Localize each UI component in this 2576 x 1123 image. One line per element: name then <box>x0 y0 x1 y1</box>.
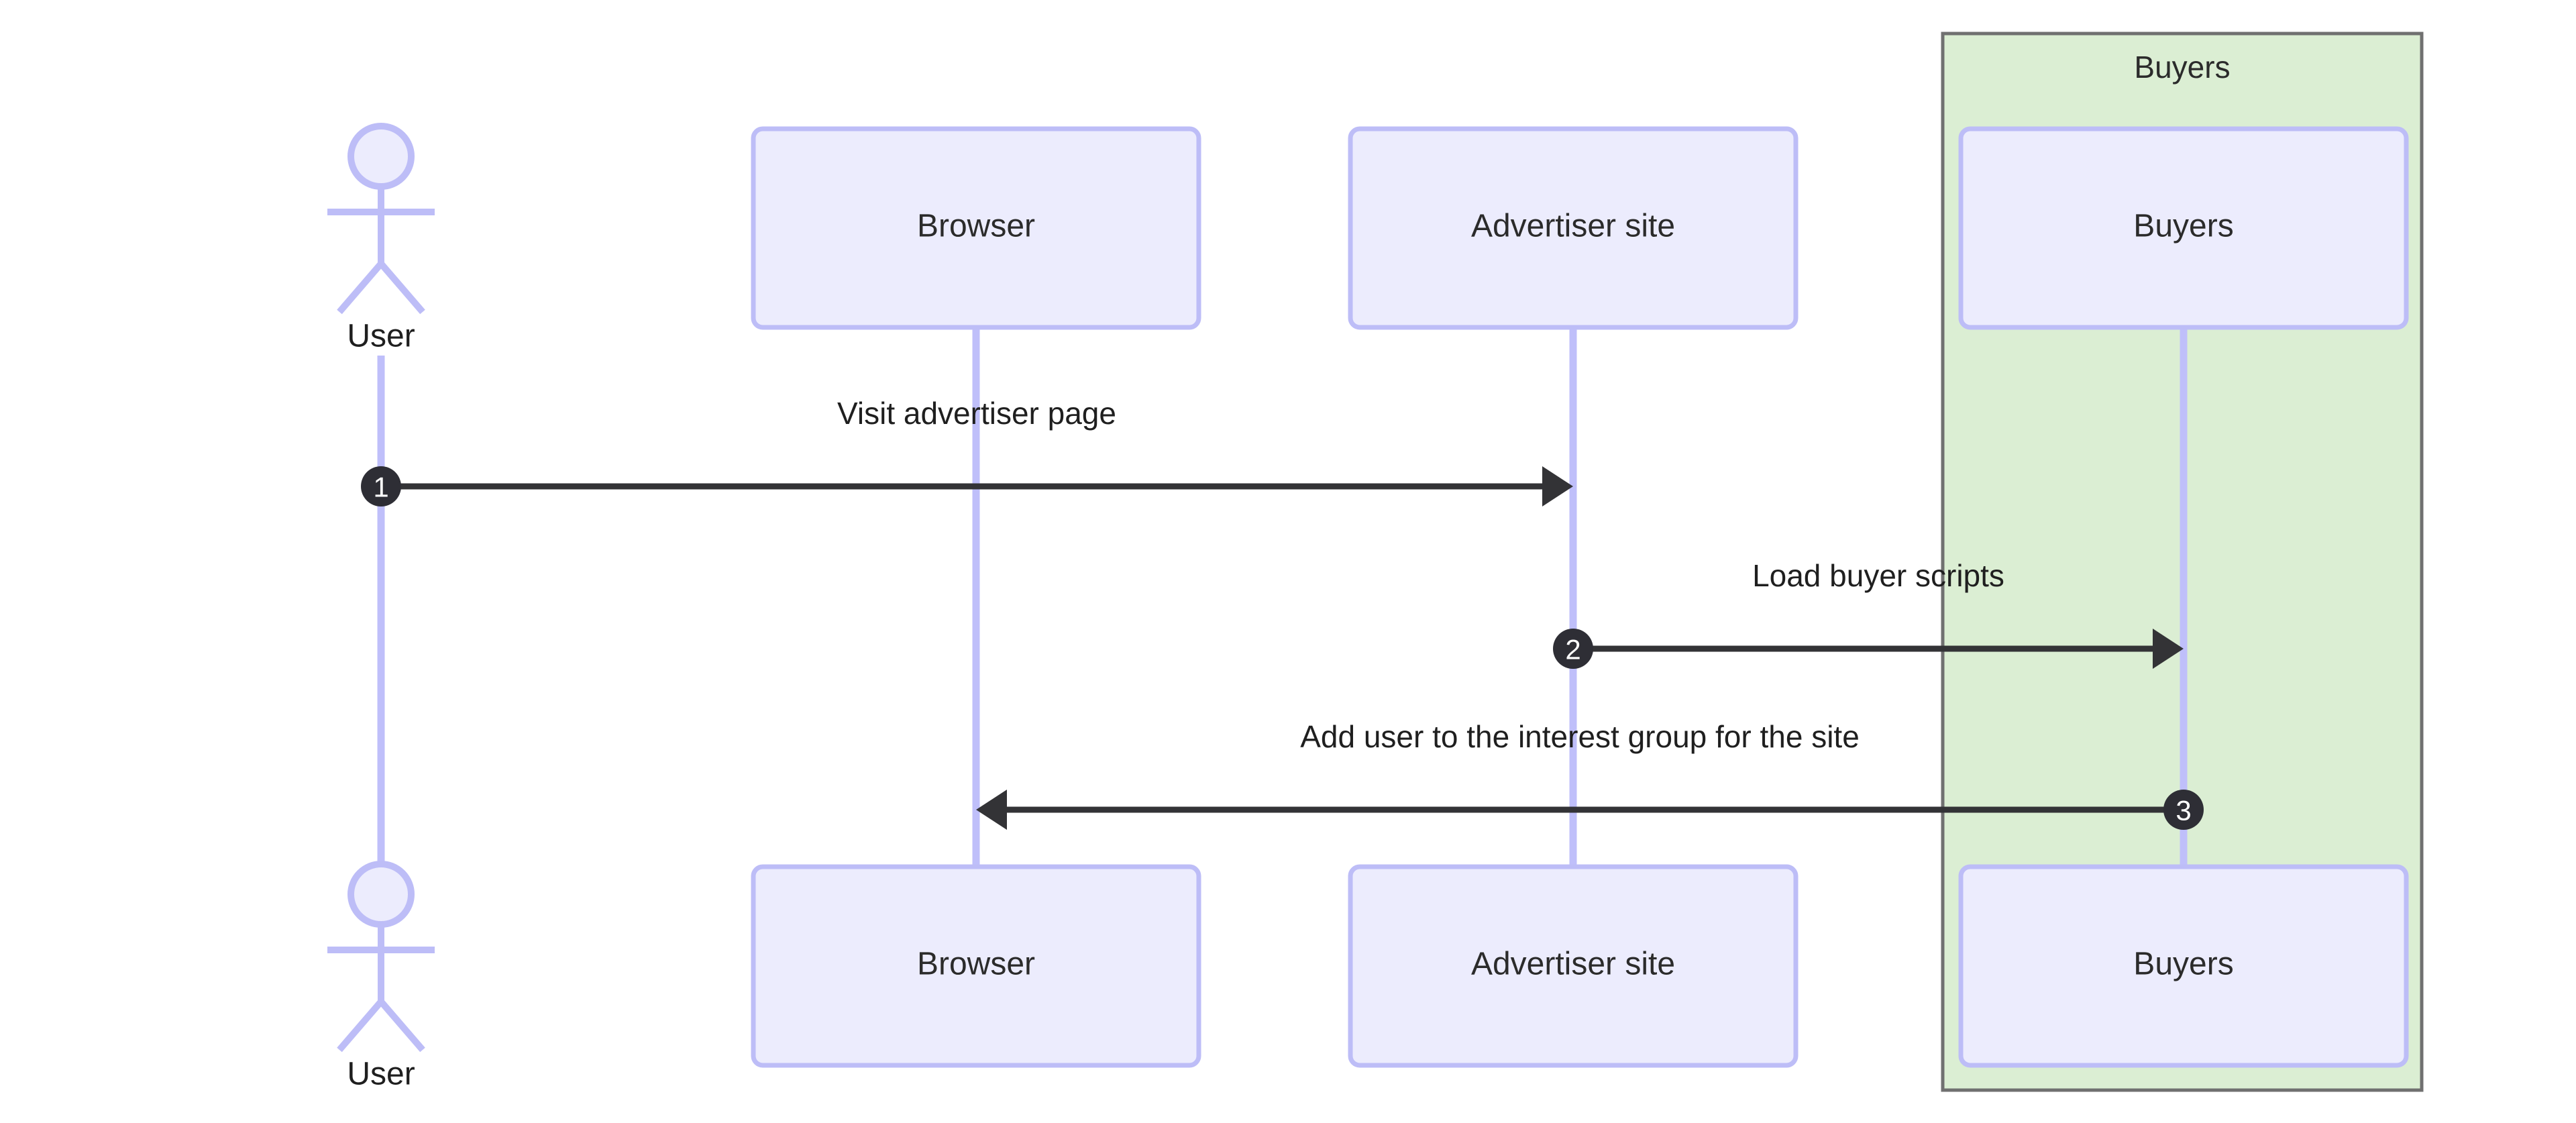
message-arrowhead-icon <box>976 790 1007 830</box>
participant-top-advertiser[interactable]: Advertiser site <box>1348 126 1799 330</box>
participant-box-rect <box>1958 126 2409 330</box>
message-label: Add user to the interest group for the s… <box>1300 719 1860 754</box>
sequence-number-text: 2 <box>1565 634 1580 665</box>
sequence-number-badge[interactable] <box>2163 790 2204 830</box>
participant-label: Advertiser site <box>1471 209 1675 244</box>
message-2[interactable]: Load buyer scripts 2 <box>1553 558 2184 669</box>
message-label: Load buyer scripts <box>1752 558 2004 593</box>
actor-leg-left <box>337 999 384 1053</box>
participant-label: Browser <box>917 947 1035 982</box>
participant-top-user[interactable]: User <box>327 123 435 354</box>
participant-bottom-advertiser[interactable]: Advertiser site <box>1348 864 1799 1068</box>
sequence-number-text: 3 <box>2176 795 2191 826</box>
message-label: Visit advertiser page <box>837 396 1116 431</box>
participant-bottom-buyers[interactable]: Buyers <box>1958 864 2409 1068</box>
sequence-number-badge[interactable] <box>1553 629 1593 669</box>
actor-leg-left <box>337 261 384 315</box>
participant-bottom-browser[interactable]: Browser <box>751 864 1201 1068</box>
participant-bottom-user[interactable]: User <box>327 861 435 1092</box>
message-arrowhead-icon <box>2153 629 2184 669</box>
participant-box-rect <box>1958 864 2409 1068</box>
participant-top-browser[interactable]: Browser <box>751 126 1201 330</box>
actor-label: User <box>347 1057 415 1092</box>
actor-head-icon <box>347 123 415 190</box>
message-arrowhead-icon <box>1542 466 1573 506</box>
participant-label: Buyers <box>2133 209 2233 244</box>
participant-label: Advertiser site <box>1471 947 1675 982</box>
participant-box-rect <box>751 864 1201 1068</box>
participant-label: Browser <box>917 209 1035 244</box>
actor-leg-right <box>378 261 425 315</box>
participant-top-buyers[interactable]: Buyers <box>1958 126 2409 330</box>
group-box-label: Buyers <box>2134 50 2230 85</box>
participant-box-rect <box>1348 126 1799 330</box>
actor-leg-right <box>378 999 425 1053</box>
actor-head-icon <box>347 861 415 928</box>
participant-box-rect <box>751 126 1201 330</box>
lifelines-layer <box>377 327 2188 867</box>
sequence-number-text: 1 <box>373 472 388 503</box>
actor-label: User <box>347 319 415 354</box>
message-1[interactable]: Visit advertiser page 1 <box>361 396 1573 506</box>
sequence-number-badge[interactable] <box>361 466 401 506</box>
participant-box-rect <box>1348 864 1799 1068</box>
participant-label: Buyers <box>2133 947 2233 982</box>
message-3[interactable]: Add user to the interest group for the s… <box>976 719 2204 830</box>
